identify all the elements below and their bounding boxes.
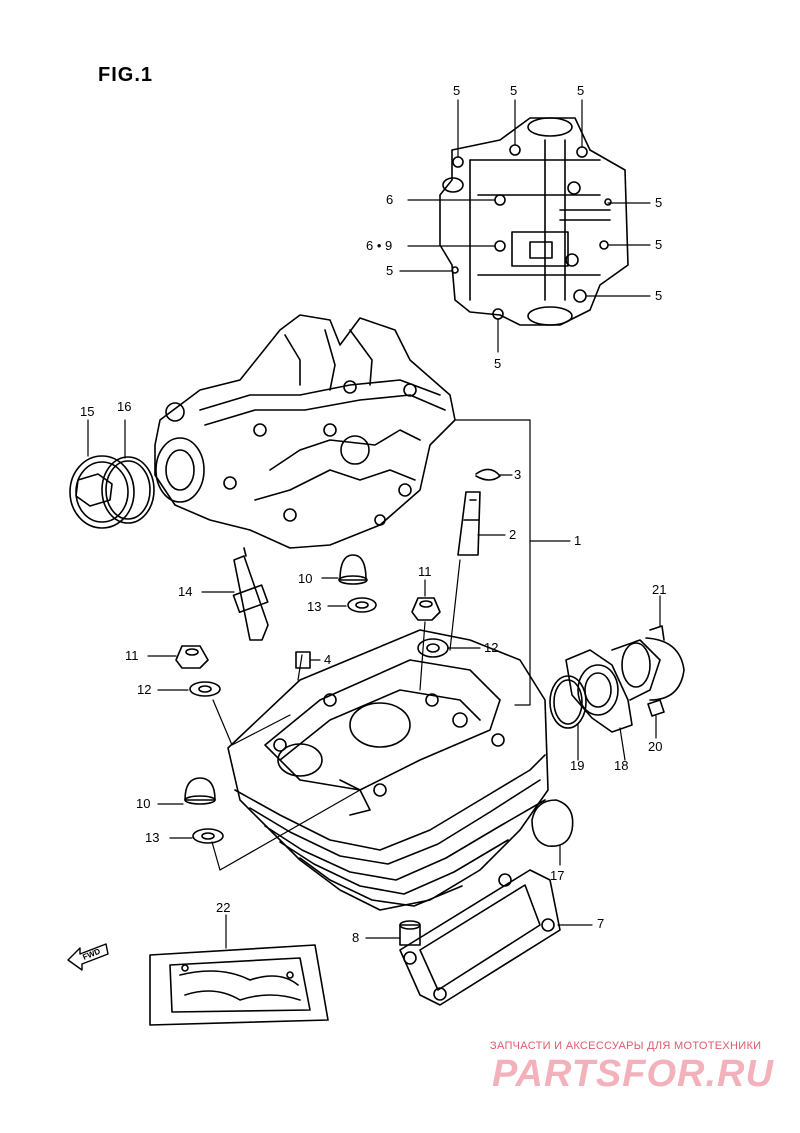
callout-4: 4 bbox=[324, 652, 332, 667]
callout-5: 5 bbox=[494, 356, 502, 371]
callout-7: 7 bbox=[597, 916, 605, 931]
callout-5: 5 bbox=[453, 83, 461, 98]
gasket-set bbox=[149, 914, 329, 1026]
callout-13: 13 bbox=[307, 599, 322, 614]
callout-20: 20 bbox=[648, 739, 663, 754]
callout-3: 3 bbox=[514, 467, 522, 482]
valve-guide-and-clip bbox=[457, 468, 513, 556]
cylinder-block bbox=[211, 559, 549, 911]
callout-10: 10 bbox=[136, 796, 151, 811]
callout-5: 5 bbox=[655, 237, 663, 252]
callout-8: 8 bbox=[352, 930, 360, 945]
callout-15: 15 bbox=[80, 404, 95, 419]
callout-2: 2 bbox=[509, 527, 517, 542]
callout-11: 11 bbox=[418, 564, 432, 579]
callout-5: 5 bbox=[577, 83, 585, 98]
cap-17 bbox=[531, 799, 574, 866]
callout-18: 18 bbox=[614, 758, 629, 773]
callout-13: 13 bbox=[145, 830, 160, 845]
callout-5: 5 bbox=[510, 83, 518, 98]
callout-6: 6 bbox=[386, 192, 394, 207]
callout-19: 19 bbox=[570, 758, 585, 773]
callout-21: 21 bbox=[652, 582, 667, 597]
nuts-washers-plug bbox=[147, 547, 481, 844]
watermark-subtitle: ЗАПЧАСТИ И АКСЕССУАРЫ ДЛЯ МОТОТЕХНИКИ bbox=[490, 1040, 762, 1052]
figure-title: FIG.1 bbox=[98, 64, 154, 86]
forward-arrow bbox=[67, 943, 109, 971]
dowel-pin bbox=[365, 920, 421, 946]
callout-16: 16 bbox=[117, 399, 132, 414]
callout-1: 1 bbox=[574, 533, 582, 548]
callout-6-9: 6 • 9 bbox=[366, 238, 393, 253]
watermark-logo: PARTSFOR.RU bbox=[492, 1053, 774, 1095]
callout-5: 5 bbox=[655, 195, 663, 210]
callout-22: 22 bbox=[216, 900, 231, 915]
callout-17: 17 bbox=[550, 868, 565, 883]
cylinder-head bbox=[154, 314, 456, 549]
base-gasket bbox=[399, 869, 593, 1006]
callout-10: 10 bbox=[298, 571, 313, 586]
callout-5: 5 bbox=[386, 263, 394, 278]
callout-12: 12 bbox=[484, 640, 499, 655]
callout-12: 12 bbox=[137, 682, 152, 697]
callout-11: 11 bbox=[125, 648, 139, 663]
callout-14: 14 bbox=[178, 584, 193, 599]
intake-manifold bbox=[549, 595, 685, 761]
oil-plug-and-oring bbox=[69, 419, 155, 529]
head-cover-top-view bbox=[439, 117, 629, 326]
callout-5: 5 bbox=[655, 288, 663, 303]
